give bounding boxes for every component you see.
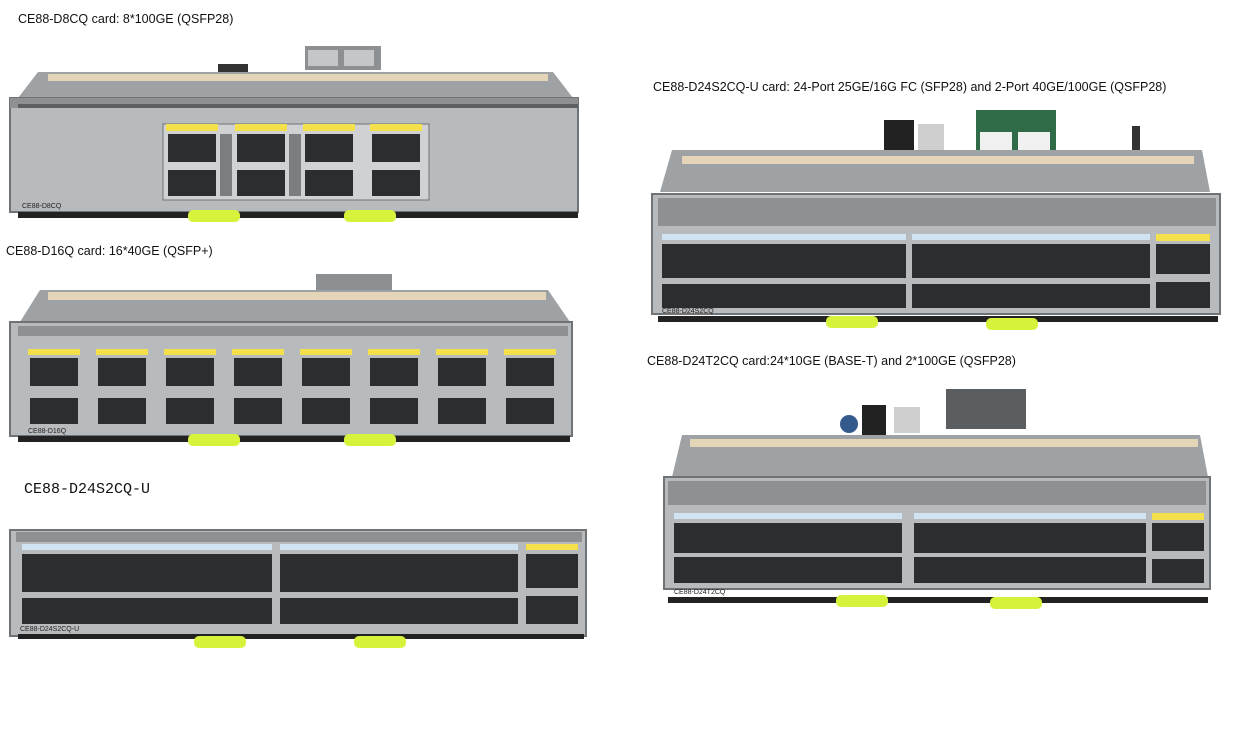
- rj45-port-grid-left: [674, 523, 902, 583]
- card-model-label: CE88-D24S2CQ: [662, 308, 714, 315]
- card-model-label: CE88-D16Q: [28, 428, 67, 435]
- ejector-latch-right: [986, 318, 1038, 330]
- sfp28-port-grid-left: [662, 244, 906, 308]
- card-model-label: CE88-D8CQ: [22, 203, 62, 210]
- qsfp28-port-group: [162, 123, 430, 201]
- ejector-latch-left: [188, 434, 240, 446]
- qsfp28-ports: [1156, 244, 1210, 308]
- card-ce88-d24s2cq-u-image: CE88-D24S2CQ-U: [9, 529, 587, 648]
- qsfp28-ports: [1152, 523, 1204, 583]
- ejector-latch-right: [344, 434, 396, 446]
- qsfp28-ports: [526, 554, 578, 624]
- ejector-latch-left: [836, 595, 888, 607]
- qsfp-port-row: [28, 349, 556, 424]
- ejector-latch-right: [990, 597, 1042, 609]
- sfp28-port-grid-left: [22, 554, 272, 624]
- sfp28-port-grid-right: [912, 244, 1150, 308]
- card-model-label: CE88-D24T2CQ: [674, 589, 726, 596]
- card-model-label: CE88-D24S2CQ-U: [20, 626, 79, 633]
- ejector-latch-right: [344, 210, 396, 222]
- rj45-port-grid-right: [914, 523, 1146, 583]
- sfp28-port-grid-right: [280, 554, 518, 624]
- caption-ce88-d8cq: CE88-D8CQ card: 8*100GE (QSFP28): [18, 12, 234, 26]
- ejector-latch-left: [826, 316, 878, 328]
- card-ce88-d24s2cq-image: CE88-D24S2CQ: [651, 110, 1221, 330]
- ejector-latch-right: [354, 636, 406, 648]
- caption-ce88-d24s2cq-u-card: CE88-D24S2CQ-U card: 24-Port 25GE/16G FC…: [653, 80, 1167, 94]
- card-ce88-d8cq-image: CE88-D8CQ: [9, 46, 579, 222]
- caption-ce88-d16q: CE88-D16Q card: 16*40GE (QSFP+): [6, 244, 213, 258]
- ejector-latch-left: [188, 210, 240, 222]
- caption-ce88-d24s2cq-u: CE88-D24S2CQ-U: [24, 481, 151, 498]
- caption-ce88-d24t2cq: CE88-D24T2CQ card:24*10GE (BASE-T) and 2…: [647, 354, 1016, 368]
- card-ce88-d16q-image: CE88-D16Q: [9, 274, 573, 446]
- card-ce88-d24t2cq-image: CE88-D24T2CQ: [663, 389, 1211, 609]
- ejector-latch-left: [194, 636, 246, 648]
